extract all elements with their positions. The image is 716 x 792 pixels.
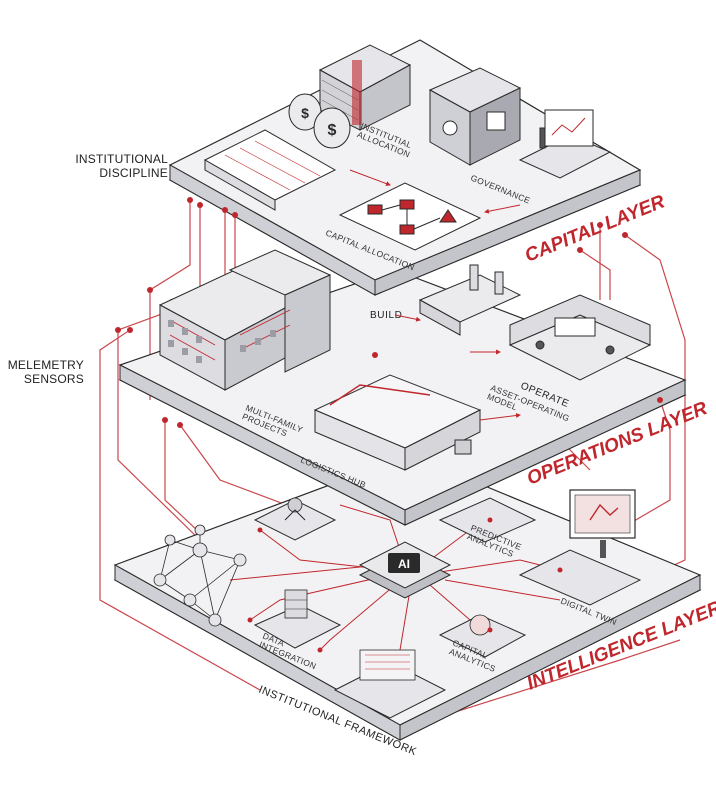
control-room-tile [333,649,447,719]
intelligence-platform: AI PREDICTIVEANALYTICS DIGITAL T [113,454,716,741]
network-graph [153,524,247,627]
svg-text:$: $ [301,105,309,121]
vault-safe-icon [428,67,522,166]
operations-platform: BUILD OPERATE ASSET-OPERATINGMODEL MULTI… [118,249,711,526]
money-stacks [318,44,412,131]
build-line [418,264,522,336]
robot-tile [253,497,337,541]
ai-chip: AI [358,541,452,599]
ai-chip-label: AI [398,557,410,571]
capital-platform: $ $ INSTITUTIALALLO [168,39,668,296]
svg-text:$: $ [328,122,337,139]
operate-control-room [508,294,652,381]
ledger-book [203,129,337,211]
build-label: BUILD [370,310,402,321]
logistics-hub [313,374,482,471]
multifamily-building [158,249,332,391]
presentation-board [518,109,612,179]
capital-allocation-flowchart [338,182,482,251]
money-bag-icons: $ $ [288,93,351,149]
connection-nodes [115,197,663,653]
